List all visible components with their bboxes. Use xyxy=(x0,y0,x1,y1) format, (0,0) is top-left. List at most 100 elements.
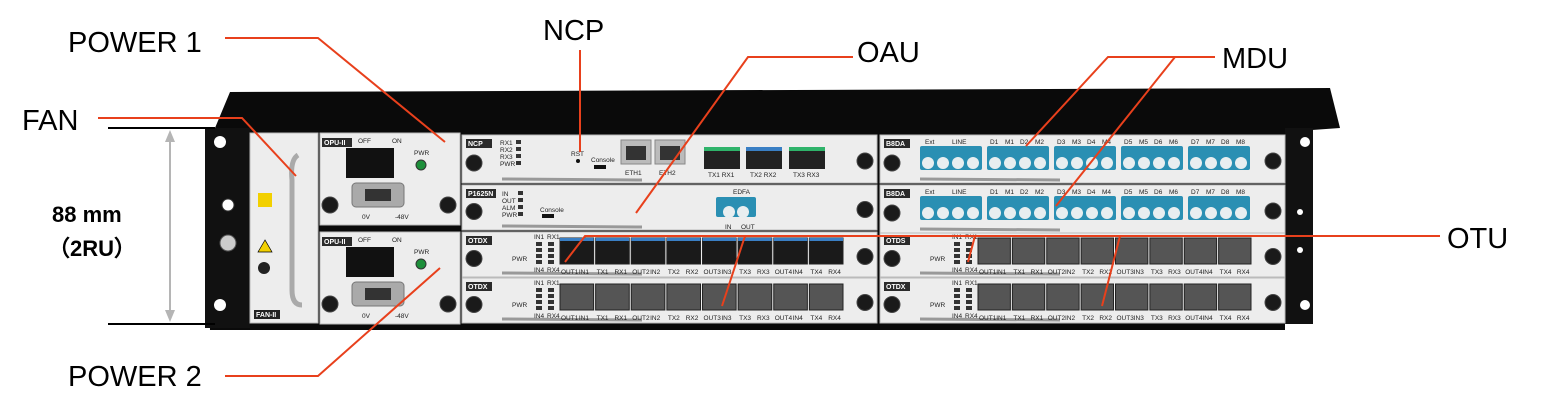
thumb-screw[interactable] xyxy=(856,152,874,170)
sfp-cage[interactable] xyxy=(630,283,666,311)
sfp-cage[interactable] xyxy=(1046,283,1080,311)
eth2-label: ETH2 xyxy=(659,170,676,177)
ejector-lever[interactable] xyxy=(919,271,1061,276)
sfp-cage[interactable] xyxy=(773,283,808,311)
sfp-cage[interactable] xyxy=(808,283,844,311)
console-port[interactable] xyxy=(542,214,554,218)
sfp-cage[interactable] xyxy=(977,283,1011,311)
ejector-lever[interactable] xyxy=(501,271,643,276)
sfp-cage[interactable] xyxy=(559,283,595,311)
sfp-cage[interactable] xyxy=(1115,237,1149,265)
sfp-cage[interactable] xyxy=(1080,237,1114,265)
sfp-cage[interactable] xyxy=(1149,283,1183,311)
sfp-cage[interactable] xyxy=(559,237,595,265)
sfp-port[interactable] xyxy=(789,147,825,169)
ejector-lever[interactable] xyxy=(501,177,643,182)
lc-adapter-block[interactable] xyxy=(1188,196,1250,220)
port-label: IN3 xyxy=(721,315,732,322)
sfp-cage[interactable] xyxy=(977,237,1011,265)
console-port[interactable] xyxy=(594,165,606,169)
thumb-screw[interactable] xyxy=(1264,248,1282,265)
thumb-screw[interactable] xyxy=(883,154,901,172)
thumb-screw[interactable] xyxy=(1264,152,1282,170)
sfp-cage[interactable] xyxy=(702,283,737,311)
sfp-cage[interactable] xyxy=(666,283,701,311)
thumb-screw[interactable] xyxy=(439,196,457,214)
sfp-cage[interactable] xyxy=(1011,237,1046,265)
thumb-screw[interactable] xyxy=(321,295,339,313)
port-label: IN1 xyxy=(996,315,1007,322)
fiber-connector xyxy=(1004,157,1016,169)
sfp-cage[interactable] xyxy=(1183,237,1218,265)
lc-adapter-block[interactable] xyxy=(1188,146,1250,170)
sfp-cage[interactable] xyxy=(737,283,773,311)
lc-adapter-block[interactable] xyxy=(987,196,1049,220)
fan-module[interactable]: FAN-II xyxy=(249,132,319,324)
lc-adapter-block[interactable] xyxy=(920,196,982,220)
mdu-port-label: M8 xyxy=(1236,189,1245,196)
lc-adapter-block[interactable] xyxy=(1054,196,1116,220)
sfp-cage[interactable] xyxy=(595,283,630,311)
thumb-screw[interactable] xyxy=(856,294,874,311)
sfp-cage[interactable] xyxy=(1115,283,1149,311)
thumb-screw[interactable] xyxy=(883,250,901,267)
thumb-screw[interactable] xyxy=(321,196,339,214)
sfp-cage[interactable] xyxy=(1046,237,1080,265)
sfp-cage[interactable] xyxy=(595,237,630,265)
fan-handle[interactable] xyxy=(289,152,303,308)
ejector-lever[interactable] xyxy=(919,177,1061,182)
sfp-cage[interactable] xyxy=(1218,237,1252,265)
thumb-screw[interactable] xyxy=(1264,294,1282,311)
lc-adapter-block[interactable] xyxy=(920,146,982,170)
power-switch[interactable] xyxy=(346,148,394,178)
thumb-screw[interactable] xyxy=(439,295,457,313)
ejector-lever[interactable] xyxy=(501,317,643,322)
sfp-cage[interactable] xyxy=(1011,283,1046,311)
sfp-cage[interactable] xyxy=(808,237,844,265)
sfp-cage[interactable] xyxy=(773,237,808,265)
sfp-cage[interactable] xyxy=(702,237,737,265)
power-switch[interactable] xyxy=(346,247,394,277)
lc-adapter-block[interactable] xyxy=(1054,146,1116,170)
sfp-cage[interactable] xyxy=(1149,237,1183,265)
sfp-port[interactable] xyxy=(746,147,782,169)
esd-warning-icon xyxy=(257,239,273,253)
lc-adapter-block[interactable] xyxy=(987,146,1049,170)
thumb-screw[interactable] xyxy=(1264,202,1282,220)
sfp-cage[interactable] xyxy=(666,237,701,265)
thumb-screw[interactable] xyxy=(465,250,483,267)
sfp-cage[interactable] xyxy=(630,237,666,265)
status-led xyxy=(966,242,972,246)
sfp-cage[interactable] xyxy=(1183,283,1218,311)
reset-button[interactable] xyxy=(576,159,580,163)
lc-adapter[interactable] xyxy=(716,197,756,217)
lc-adapter-block[interactable] xyxy=(1121,196,1183,220)
thumb-screw[interactable] xyxy=(856,248,874,265)
thumb-screw[interactable] xyxy=(465,296,483,313)
sfp-port[interactable] xyxy=(704,147,740,169)
ejector-lever[interactable] xyxy=(919,317,1061,322)
thumb-screw[interactable] xyxy=(856,201,874,218)
port-label: RX2 xyxy=(1099,315,1112,322)
thumb-screw[interactable] xyxy=(883,296,901,313)
sfp-cage[interactable] xyxy=(1218,283,1252,311)
sfp-cage[interactable] xyxy=(1080,283,1114,311)
lc-adapter-block[interactable] xyxy=(1121,146,1183,170)
thumb-screw[interactable] xyxy=(465,203,483,220)
thumb-screw[interactable] xyxy=(883,204,901,222)
ejector-lever[interactable] xyxy=(919,227,1061,232)
led-label: PWR xyxy=(500,161,515,168)
thumb-screw[interactable] xyxy=(465,154,483,172)
fiber-connector xyxy=(1168,207,1180,219)
ejector-lever[interactable] xyxy=(501,224,643,229)
